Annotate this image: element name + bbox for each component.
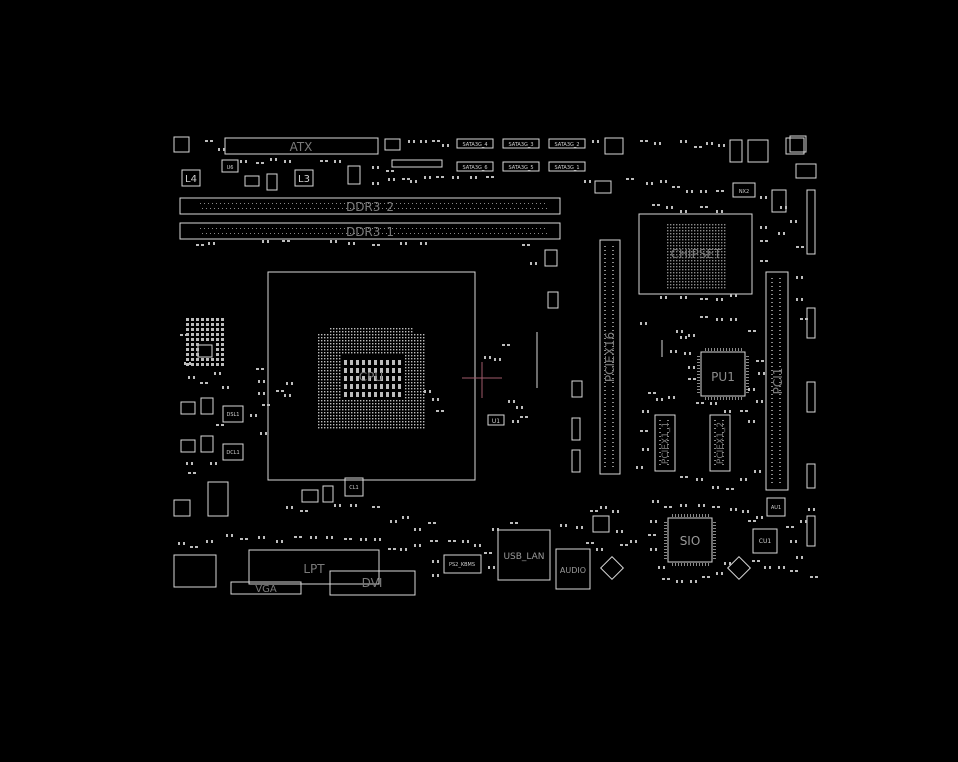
cpu-socket: CPU <box>267 271 476 481</box>
pciex1-1-slot: PCIEX1_1 <box>654 414 676 472</box>
cu1-chip: CU1 <box>752 528 778 554</box>
pu1-chip: PU1 <box>697 348 749 400</box>
dsl1-label: DSL1 <box>227 412 240 418</box>
pci1-slot: PCI1 <box>765 271 789 491</box>
sata-3-label: SATA3G_3 <box>508 142 533 148</box>
sio-label: SIO <box>680 534 701 548</box>
rear-io: LPT VGA DVI PS2_KBMS USB_LAN AUDIO <box>173 515 752 596</box>
pci1-label: PCI1 <box>771 368 785 395</box>
pciex16-label: PCIEX16 <box>603 332 617 382</box>
cl1-label: CL1 <box>349 485 358 491</box>
pciex1-1-label: PCIEX1_1 <box>661 422 671 464</box>
right-edge-headers <box>789 135 816 547</box>
u1-label: U1 <box>492 418 500 425</box>
ps2-label: PS2_KBMS <box>449 562 475 568</box>
u6-label: U6 <box>227 165 234 171</box>
sata-6-label: SATA3G_6 <box>462 165 487 171</box>
sata-1-label: SATA3G_1 <box>554 165 579 171</box>
sio-chip: SIO <box>664 514 716 566</box>
ddr3-1-slot: DDR3_1 <box>179 222 561 240</box>
sata-connectors: SATA3G_4 SATA3G_3 SATA3G_2 SATA3G_6 SATA… <box>456 138 586 172</box>
sata-4-label: SATA3G_4 <box>462 142 487 148</box>
ddr3-2-slot: DDR3_2 <box>179 197 561 215</box>
ddr3-1-label: DDR3_1 <box>346 225 394 239</box>
pciex16-slot: PCIEX16 <box>599 239 621 475</box>
usb-lan-label: USB_LAN <box>503 552 544 562</box>
atx-connector: ATX <box>224 137 379 155</box>
cu1-label: CU1 <box>759 538 772 545</box>
cursor-crosshair <box>462 362 502 398</box>
left-vrm-parts: DSL1 DCL1 <box>173 318 244 517</box>
vga-label: VGA <box>255 584 277 595</box>
inductor-l4: L4 <box>181 169 201 187</box>
chipset-bga: CHIPSET <box>638 213 753 295</box>
chipset-label: CHIPSET <box>671 247 722 261</box>
dvi-label: DVI <box>362 576 383 590</box>
pu1-label: PU1 <box>711 370 735 384</box>
audio-label: AUDIO <box>560 566 586 575</box>
au1-chip: AU1 <box>766 497 786 517</box>
pciex1-2-slot: PCIEX1_2 <box>709 414 731 472</box>
top-small-parts: U6 NX2 <box>173 136 817 213</box>
cpu-label: CPU <box>359 370 383 384</box>
l4-label: L4 <box>185 174 197 185</box>
au1-label: AU1 <box>771 505 781 511</box>
lpt-label: LPT <box>303 562 325 576</box>
pciex1-2-label: PCIEX1_2 <box>716 422 726 464</box>
nx2-label: NX2 <box>739 189 749 195</box>
atx-label: ATX <box>290 140 313 154</box>
passive-components <box>178 140 818 583</box>
sata-2-label: SATA3G_2 <box>554 142 579 148</box>
sata-5-label: SATA3G_5 <box>508 165 533 171</box>
dcl1-label: DCL1 <box>226 450 239 456</box>
inductor-l3: L3 <box>294 169 314 187</box>
cpu-area-parts: U1 CL1 <box>301 249 663 503</box>
ddr3-2-label: DDR3_2 <box>346 200 394 214</box>
l3-label: L3 <box>298 174 310 185</box>
